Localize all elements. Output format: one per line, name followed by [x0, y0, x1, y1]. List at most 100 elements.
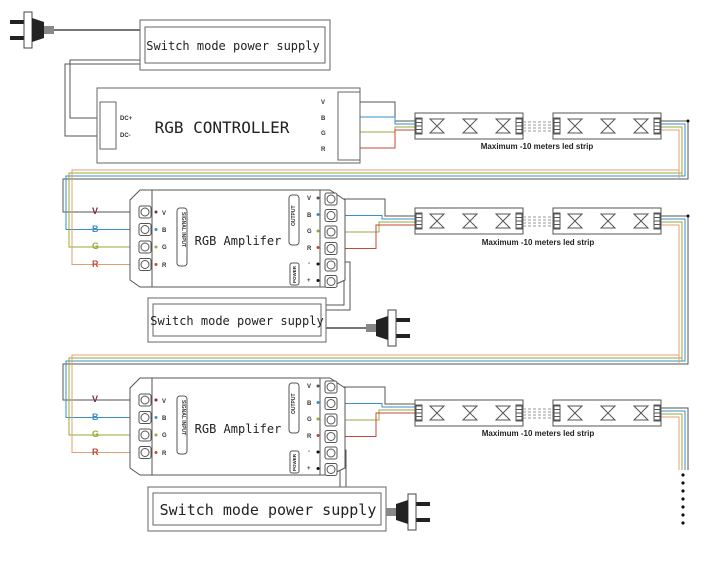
- terminal-screw: [326, 277, 336, 286]
- strip-segment: [414, 207, 524, 235]
- output-label: OUTPUT: [291, 205, 297, 226]
- terminal-screw: [326, 448, 336, 458]
- psu-label-2: Switch mode power supply: [150, 314, 323, 328]
- strip-connector: [415, 212, 423, 230]
- rgb-amplifier-2: RGB Amplifer SIGNAL INPUT OUTPUT POWER V…: [92, 384, 312, 472]
- strip-segment: [414, 399, 524, 427]
- plug-flange: [407, 493, 417, 531]
- output-frame: [288, 194, 300, 246]
- power-supply-3: [147, 486, 387, 532]
- in-pin-r: R: [162, 263, 167, 269]
- pin-dot: [316, 196, 320, 200]
- led-chip-icon: [566, 213, 584, 229]
- components: [10, 11, 690, 532]
- pin-dot: [316, 262, 320, 266]
- psu-inner: [152, 492, 382, 526]
- pin-dot: [154, 228, 158, 231]
- strip-label-3: Maximum -10 meters led strip: [482, 429, 595, 438]
- pin-dot: [154, 451, 158, 454]
- terminal-screw: [326, 244, 336, 253]
- out-pin-plus: +: [307, 278, 311, 284]
- rgb-controller: RGB CONTROLLER DC+ DC- V B G R: [96, 87, 361, 164]
- continuation-dot: [681, 489, 685, 493]
- plug-pin: [10, 20, 24, 24]
- controller-pin-b: B: [321, 116, 326, 122]
- strip-connector: [653, 404, 661, 422]
- amplifier-title: RGB Amplifer: [195, 234, 282, 248]
- pin-dot: [316, 213, 320, 216]
- terminal-screw: [140, 395, 150, 405]
- signal-input-label: SIGNAL INPUT: [180, 212, 186, 247]
- amplifier-2-body: [129, 377, 346, 476]
- out-pin-b: B: [307, 401, 312, 407]
- wire-label-v: V: [92, 394, 98, 404]
- rgb-amplifier-1: RGB Amplifer SIGNAL INPUT OUTPUT POWER V…: [92, 196, 312, 284]
- terminal-screw: [326, 415, 336, 425]
- strip-connector: [653, 212, 661, 230]
- out-pin-minus: -: [308, 261, 310, 267]
- out-pin-r: R: [307, 246, 312, 252]
- out-pin-g: G: [307, 229, 312, 235]
- plug-pin: [416, 518, 430, 522]
- power-label: POWER: [292, 453, 297, 471]
- amp-to-strip-wire: [337, 198, 416, 217]
- led-chip-icon: [428, 213, 446, 229]
- strip-connector: [515, 212, 523, 230]
- power-frame: [289, 262, 300, 286]
- controller-pin-g: G: [321, 131, 326, 137]
- plug-strain: [386, 508, 396, 516]
- psu-inner: [152, 303, 322, 337]
- power-label: POWER: [292, 265, 297, 283]
- power-plug-1: [10, 11, 54, 49]
- pin-dot: [316, 384, 320, 388]
- terminal-screw: [326, 432, 336, 441]
- pin-dot: [154, 245, 158, 249]
- terminal-screw: [326, 399, 336, 408]
- pin-dot: [316, 450, 320, 454]
- strip-connector: [515, 404, 523, 422]
- dc-minus-label: DC-: [120, 133, 131, 139]
- led-chip-icon: [632, 118, 650, 134]
- strip-connector: [553, 117, 561, 135]
- led-strip-3: [414, 399, 662, 427]
- psu-label-3: Switch mode power supply: [160, 501, 377, 519]
- in-pin-b: B: [162, 228, 167, 234]
- controller-pin-r: R: [321, 147, 326, 153]
- strip3-out-wire: [661, 407, 689, 470]
- power-plug-3: [386, 493, 430, 531]
- continuation-dot: [681, 513, 685, 517]
- out-pin-g: G: [307, 417, 312, 423]
- led-chip-icon: [632, 405, 650, 421]
- in-pin-v: V: [162, 399, 166, 405]
- amp-to-strip-wire: [337, 386, 416, 405]
- dc-plus-wire: [69, 59, 140, 119]
- strip-segment: [552, 207, 662, 235]
- wire-label-v: V: [92, 206, 98, 216]
- terminal-screw: [140, 260, 150, 269]
- pin-dot: [316, 229, 320, 233]
- amplifier-title: RGB Amplifer: [195, 422, 282, 436]
- led-chip-icon: [428, 118, 446, 134]
- terminal-screw: [140, 448, 150, 457]
- amp-to-strip-wire: [337, 224, 416, 249]
- strip-segment: [552, 112, 662, 140]
- strip3-out-wire: [661, 413, 683, 470]
- strip-connector: [653, 117, 661, 135]
- plug-pin: [396, 318, 410, 322]
- led-chip-icon: [494, 213, 512, 229]
- led-strip-2: [414, 207, 662, 235]
- pin-dot: [316, 246, 320, 249]
- led-chip-icon: [461, 118, 479, 134]
- wire-label-r: R: [92, 259, 99, 269]
- strip1-to-amp1-wire: [71, 129, 680, 265]
- power-supply-2: [147, 297, 327, 343]
- pin-dot: [316, 279, 320, 282]
- strip1-to-amp1-wire: [65, 123, 686, 230]
- out-pin-v: V: [307, 196, 311, 202]
- plug-strain: [44, 26, 54, 34]
- controller-to-strip-wire: [355, 129, 416, 149]
- plug-flange: [23, 11, 33, 49]
- led-chip-icon: [599, 405, 617, 421]
- led-chip-icon: [461, 405, 479, 421]
- pin-dot: [316, 434, 320, 437]
